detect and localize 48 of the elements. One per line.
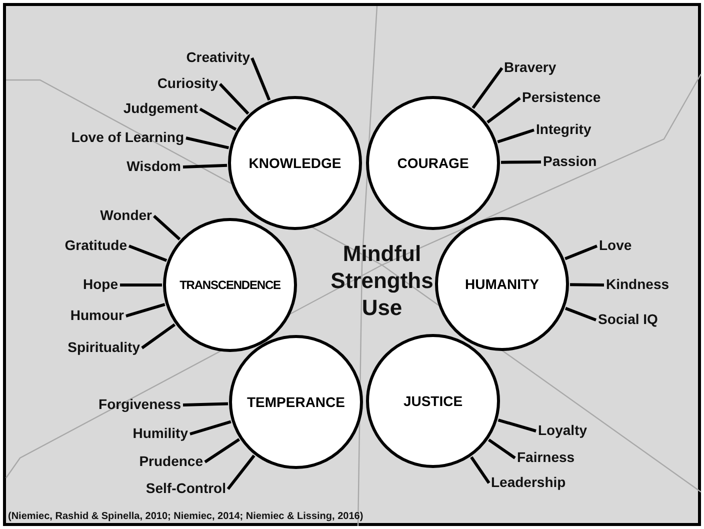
leader-line	[120, 284, 162, 286]
leader-line	[564, 244, 598, 260]
strength-label: Humility	[132, 425, 188, 442]
citation: (Niemiec, Rashid & Spinella, 2010; Niemiec, 2014; Niemiec & Lissing, 2016)	[8, 511, 364, 523]
strength-label: Spirituality	[68, 339, 140, 356]
leader-line	[564, 306, 597, 322]
strength-label: Curiosity	[157, 75, 218, 92]
leader-line	[488, 438, 516, 460]
leader-line	[250, 57, 271, 101]
leader-line	[486, 96, 521, 124]
strength-label: Humour	[70, 307, 124, 324]
strength-label: Judgement	[123, 100, 198, 117]
leader-line	[204, 438, 240, 464]
strength-label: Passion	[543, 153, 597, 170]
strength-label: Love	[599, 237, 632, 254]
strength-label: Integrity	[536, 121, 592, 138]
leader-line	[126, 302, 166, 318]
strength-label: Gratitude	[64, 237, 127, 254]
leader-line	[199, 108, 237, 131]
leader-line	[182, 402, 228, 406]
strength-label: Creativity	[186, 49, 250, 66]
strength-label: Kindness	[606, 276, 670, 293]
leader-line	[182, 164, 228, 168]
central-title: Mindful Strengths Use	[330, 240, 434, 321]
strength-label: Fairness	[517, 449, 575, 466]
strength-label: Leadership	[491, 474, 566, 491]
leader-line	[153, 214, 181, 240]
leader-line	[570, 283, 604, 286]
strength-label: Persistence	[522, 89, 601, 106]
strength-label: Prudence	[139, 453, 203, 470]
strength-label: Loyalty	[538, 422, 588, 439]
strength-label: Hope	[83, 276, 118, 293]
strength-label: Wonder	[100, 207, 152, 224]
leader-line	[141, 323, 176, 350]
leader-line	[128, 244, 168, 262]
strength-label: Self-Control	[146, 480, 226, 497]
strength-label: Bravery	[504, 59, 556, 76]
strength-label: Love of Learning	[71, 129, 184, 146]
leader-line	[500, 160, 542, 164]
leader-line	[470, 456, 490, 484]
leader-line	[218, 82, 250, 115]
leader-line	[190, 420, 232, 436]
strength-label: Social IQ	[598, 311, 658, 328]
leader-line	[186, 136, 230, 150]
leader-line	[226, 454, 256, 490]
leader-line	[472, 67, 504, 109]
strength-label: Wisdom	[126, 158, 181, 175]
strength-label: Forgiveness	[98, 396, 181, 413]
